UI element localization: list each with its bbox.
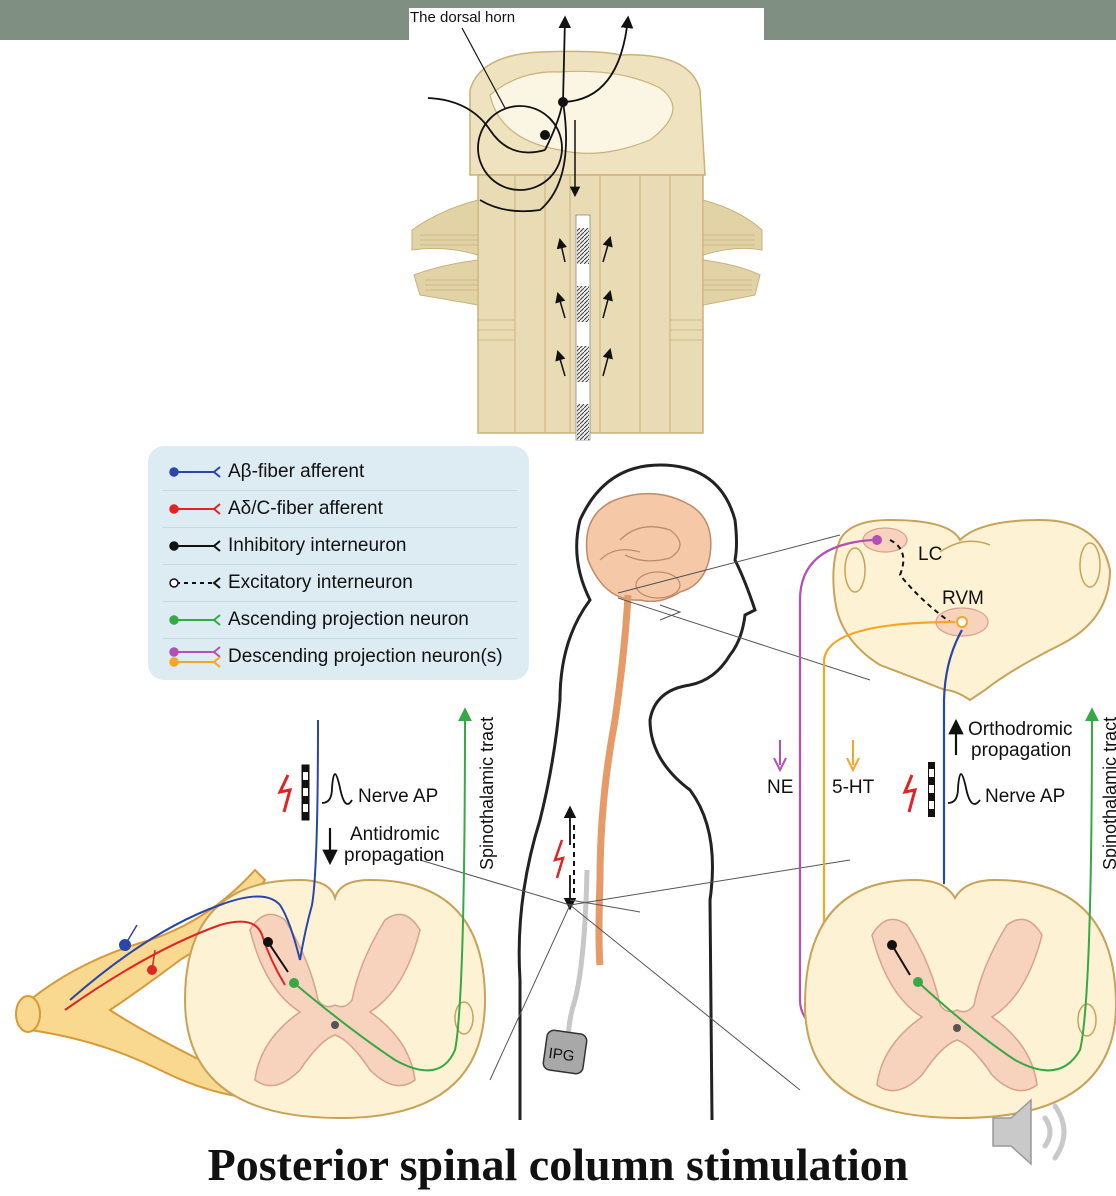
legend-item: Excitatory interneuron [162, 565, 517, 602]
legend-label: Ascending projection neuron [228, 609, 469, 631]
nerve-root-left-upper [412, 200, 478, 255]
ipg-device: IPG [542, 1029, 587, 1074]
ipg-label: IPG [547, 1045, 575, 1065]
neuron-soma [540, 130, 550, 140]
inhibitory-interneuron [263, 937, 273, 947]
legend-label: Excitatory interneuron [228, 572, 413, 594]
slide-title: Posterior spinal column stimulation [0, 1138, 1116, 1191]
legend-swatch [162, 460, 222, 484]
right-ascending-projection-neuron [913, 977, 923, 987]
nerve-root-right-lower [703, 260, 760, 305]
stimulator-wire [568, 870, 587, 1060]
serotonin-label: 5-HT [832, 777, 875, 798]
central-canal [331, 1021, 339, 1029]
legend-swatch [162, 534, 222, 558]
spinal-column-illustration: The dorsal horn [410, 9, 762, 440]
legend-item: Descending projection neuron(s) [162, 639, 517, 675]
cord-white-matter [185, 880, 485, 1118]
nerve-root-right-upper [703, 200, 762, 255]
lc-label: LC [918, 544, 942, 565]
right-inhibitory-interneuron [887, 940, 897, 950]
legend-swatch [162, 497, 222, 521]
right-cord-white-matter [805, 880, 1116, 1118]
electrode-contact [577, 286, 589, 322]
left-nerve-ap-label: Nerve AP [358, 786, 438, 807]
speaker-icon[interactable] [985, 1092, 1085, 1172]
left-cross-section: Nerve AP Antidromic propagation Spinotha… [16, 710, 497, 1118]
cord-body [478, 175, 703, 433]
dorsal-horn-label: The dorsal horn [410, 9, 515, 26]
brainstem-section: LC RVM NE 5-HT Orthodromic propagation N… [767, 520, 1116, 1118]
orthodromic-label: Orthodromic [968, 719, 1073, 740]
legend-item: Inhibitory interneuron [162, 528, 517, 565]
ne-label: NE [767, 777, 793, 798]
nerve-root-left-lower [414, 260, 478, 305]
legend-swatch [162, 608, 222, 632]
legend-label: Inhibitory interneuron [228, 535, 407, 557]
ne-neuron [872, 535, 882, 545]
legend-item: Aδ/C-fiber afferent [162, 491, 517, 528]
orthodromic-label-2: propagation [971, 740, 1071, 761]
rvm-label: RVM [942, 588, 984, 609]
legend-label: Aδ/C-fiber afferent [228, 498, 383, 520]
electrode-contact [577, 346, 589, 382]
legend-item: Ascending projection neuron [162, 602, 517, 639]
legend-swatch [162, 645, 222, 669]
electrode-contact [577, 404, 589, 440]
electrode-contact [577, 228, 589, 264]
antidromic-label-2: propagation [344, 845, 444, 866]
legend-label: Aβ-fiber afferent [228, 461, 364, 483]
stimulation-symbol [555, 808, 574, 908]
legend-item: Aβ-fiber afferent [162, 454, 517, 491]
right-tract-label: Spinothalamic tract [1100, 717, 1116, 870]
left-tract-label: Spinothalamic tract [477, 717, 497, 870]
serotonin-neuron [957, 617, 967, 627]
right-nerve-ap-label: Nerve AP [985, 786, 1065, 807]
cerebellum [636, 572, 680, 598]
neuron-soma [558, 97, 568, 107]
legend-label: Descending projection neuron(s) [228, 646, 503, 668]
legend-swatch [162, 571, 222, 595]
antidromic-label: Antidromic [350, 824, 440, 845]
ascending-projection-neuron [289, 978, 299, 988]
